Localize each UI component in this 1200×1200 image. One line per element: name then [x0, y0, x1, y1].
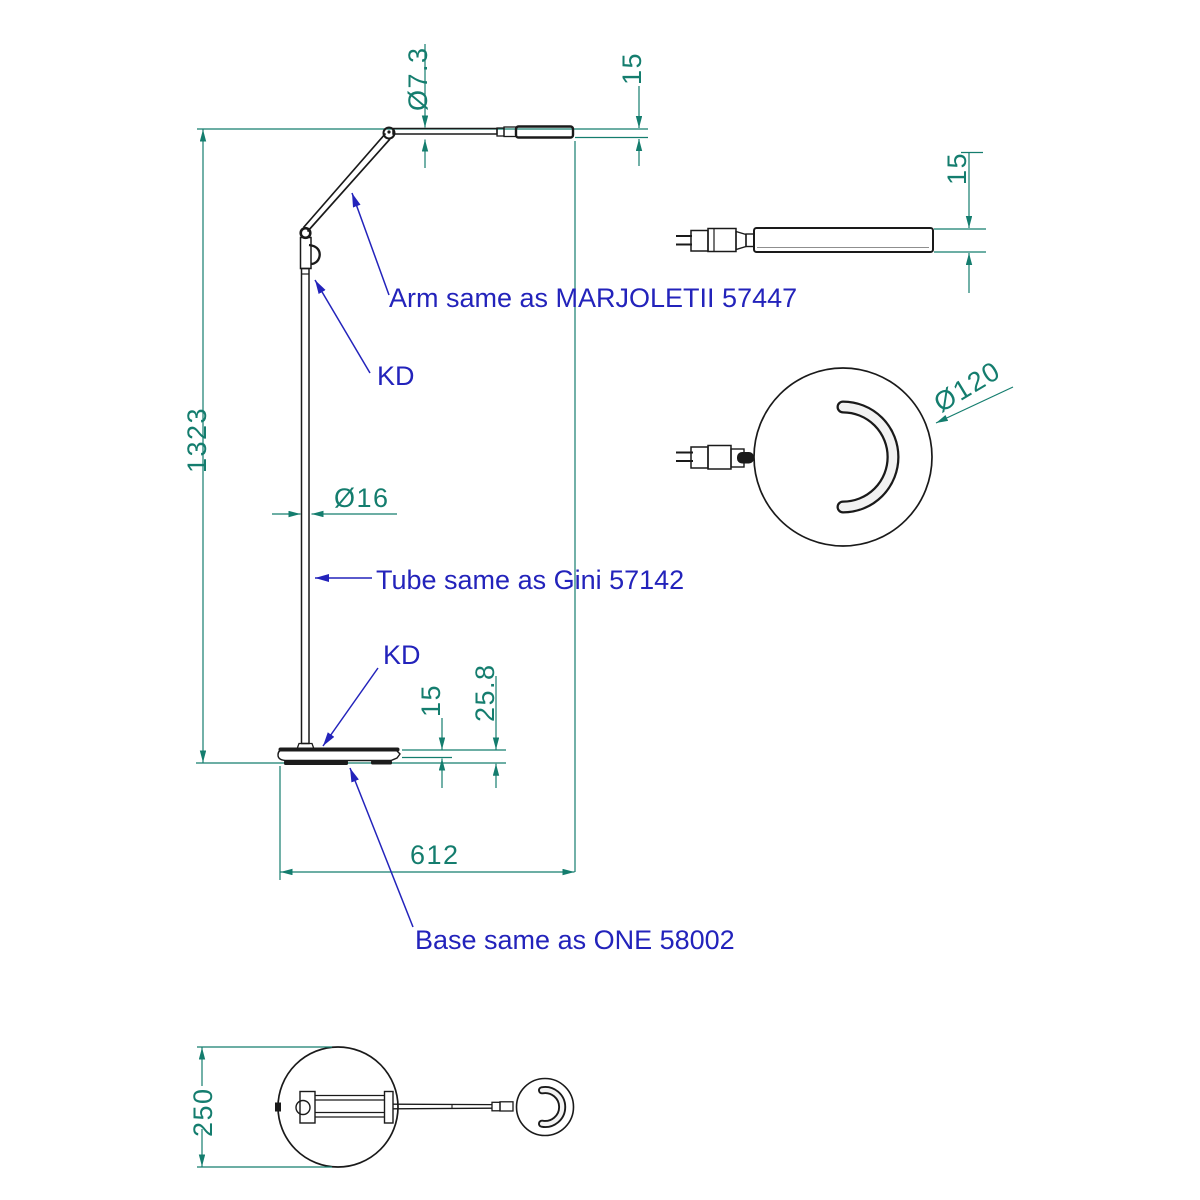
lamp-head-bar [514, 125, 575, 139]
kd-clamp-body [299, 236, 312, 270]
kd-upper-text: KD [377, 361, 415, 391]
plan-head-slot-inner [539, 1087, 565, 1127]
plan-head-circle [515, 1077, 575, 1137]
dim-base-diameter: 250 [188, 1046, 332, 1168]
base-foot-left [284, 760, 348, 765]
annotations: Arm same as MARJOLETII 57447 KD Tube sam… [314, 192, 797, 955]
plan-slider-knob [295, 1099, 311, 1116]
dim-head-thickness-text: 15 [617, 52, 647, 85]
head-slot-outline [836, 400, 900, 514]
arm-lower-edge [306, 138, 391, 233]
dim-head-thickness-detail: 15 [934, 151, 986, 293]
head-top-connector-1 [690, 446, 709, 469]
plan-connector-2 [499, 1101, 514, 1112]
base-foot-right [371, 760, 392, 765]
head-top-clip [737, 452, 754, 464]
arm-upper-edge [302, 132, 387, 229]
dim-base-top-height-text: 15 [416, 684, 446, 717]
lamp-outline [277, 125, 575, 765]
shoulder-pivot [299, 226, 312, 240]
head-top-connector-2 [707, 444, 732, 470]
kd-lower-text: KD [383, 640, 421, 670]
plan-arm-lower-edge [392, 1107, 493, 1110]
dim-horizontal-reach-text: 612 [410, 840, 460, 870]
dim-base-diameter-text: 250 [188, 1087, 218, 1137]
base-plate [277, 749, 401, 762]
dim-base-top-height: 15 [416, 684, 446, 788]
dim-head-diameter: Ø120 [929, 355, 1014, 424]
kd-lower-leader [322, 667, 379, 747]
dim-arm-tube-text: Ø7.3 [403, 46, 433, 111]
head-slot-inner [838, 402, 898, 512]
dim-base-total-height: 25.8 [470, 663, 500, 788]
plan-left-bracket [299, 1090, 316, 1124]
arm-annotation-leader [351, 192, 390, 296]
dim-tube-diameter-text: Ø16 [334, 483, 390, 513]
head-side-bar [753, 227, 934, 253]
plan-view: 250 [188, 1046, 575, 1168]
vertical-tube [300, 267, 310, 745]
plan-right-bracket [383, 1090, 394, 1124]
head-side-detail-view: 15 [676, 151, 986, 293]
elbow-joint [382, 126, 396, 140]
head-side-taper [735, 230, 747, 251]
dim-tube-diameter: Ø16 [272, 483, 397, 518]
head-top-detail-view: Ø120 [676, 355, 1014, 547]
dim-head-thickness: 15 [575, 52, 648, 166]
kd-upper-leader [314, 279, 371, 374]
elbow-pivot-dot [387, 130, 391, 134]
head-side-connector-1 [690, 229, 709, 252]
plan-connector-1 [491, 1101, 501, 1112]
kd-clamp-lever [308, 243, 321, 266]
dim-head-thickness-detail-text: 15 [942, 152, 972, 185]
dim-overall-height: 1323 [182, 129, 212, 763]
base-plate-top-edge [278, 747, 400, 752]
dim-base-total-height-text: 25.8 [470, 663, 500, 722]
plan-base-plug [275, 1102, 281, 1112]
head-side-neck [745, 233, 755, 248]
main-elevation-view: 1323 Ø7.3 15 Ø16 15 [182, 44, 797, 955]
head-side-connector-2 [707, 227, 737, 253]
head-top-circle [753, 367, 933, 547]
dim-horizontal-reach: 612 [279, 141, 576, 880]
dim-arm-tube-diameter: Ø7.3 [403, 44, 433, 168]
base-annotation-leader [349, 767, 414, 928]
dim-overall-height-text: 1323 [182, 407, 212, 473]
arm-annotation-text: Arm same as MARJOLETII 57447 [389, 283, 797, 313]
tube-annotation-text: Tube same as Gini 57142 [376, 565, 684, 595]
base-annotation-text: Base same as ONE 58002 [415, 925, 735, 955]
